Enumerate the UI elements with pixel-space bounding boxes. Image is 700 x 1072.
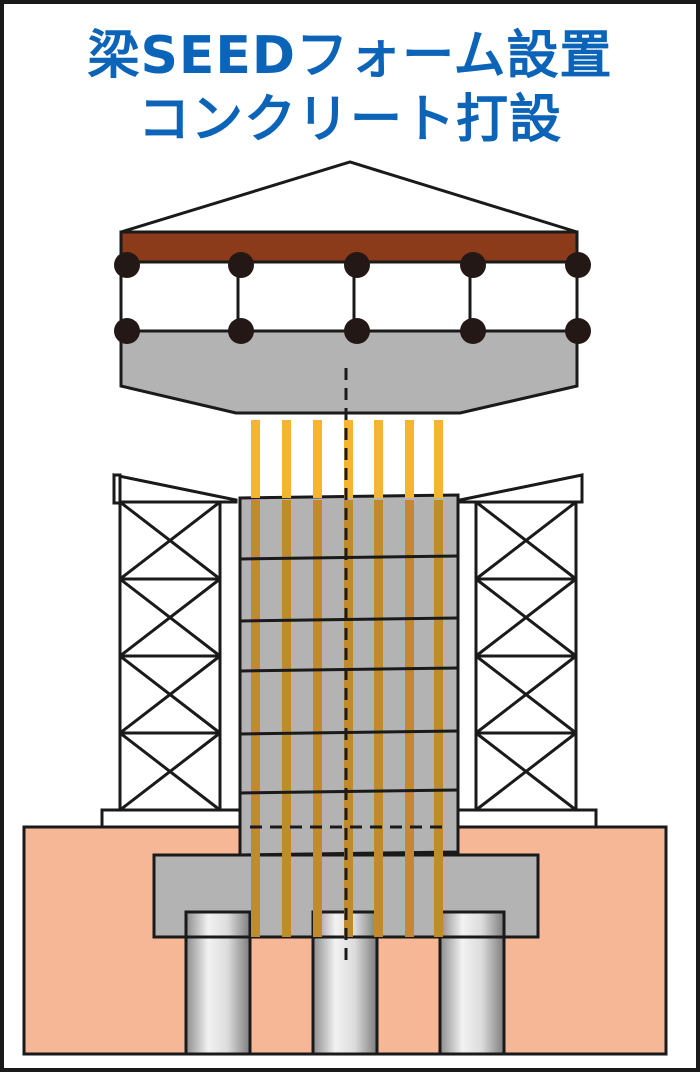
scaffold-left	[100, 473, 242, 829]
column-joints	[239, 554, 459, 795]
joint-nodes	[114, 252, 591, 344]
rebar-embedded	[251, 500, 443, 937]
title-line-2: コンクリート打設	[137, 90, 562, 150]
beam-form-concrete	[119, 329, 579, 415]
title-line-1: 梁SEEDフォーム設置	[87, 26, 613, 86]
scaffold-right	[456, 473, 598, 829]
roof-triangle	[120, 160, 578, 234]
rebar-exposed	[251, 420, 443, 498]
